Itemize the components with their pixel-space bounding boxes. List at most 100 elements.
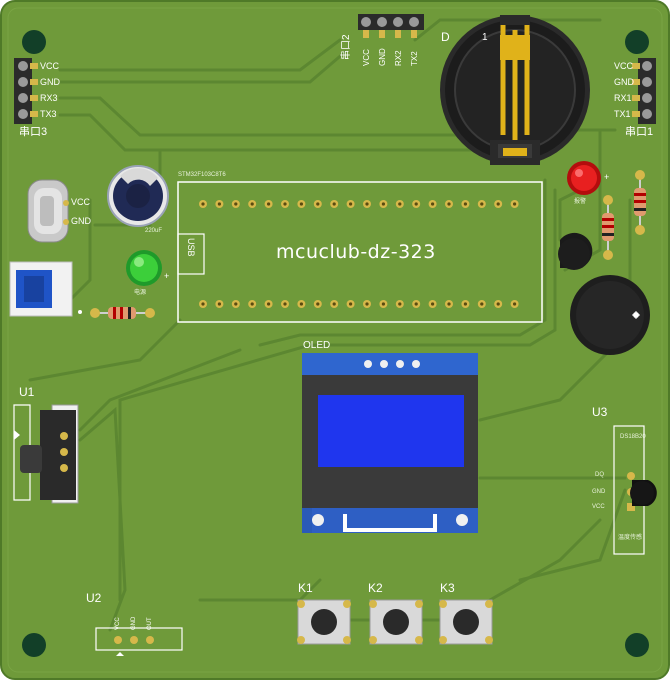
mcu-pin-hole [463, 202, 467, 206]
mcu-pin-hole [332, 302, 336, 306]
u2-pin-gnd: GND [131, 616, 137, 630]
indicator-led-label: 报警 [574, 199, 587, 205]
uart1-pin-vcc: VCC [614, 61, 634, 71]
mcu-pin-hole [398, 202, 402, 206]
u1-ref: U1 [19, 385, 35, 399]
power-led [126, 250, 162, 286]
uart1-label: 串口1 [625, 126, 654, 138]
mcu-pin-hole [513, 302, 517, 306]
button-k1[interactable] [298, 600, 350, 644]
mcu-pin-hole [316, 202, 320, 206]
uart3-pin-gnd: GND [40, 77, 60, 87]
u1-regulator [13, 404, 79, 504]
resistor-r1 [90, 307, 155, 319]
resistor-r3 [602, 195, 614, 260]
mcu-pin-hole [234, 302, 238, 306]
oled-module [302, 353, 478, 533]
uart1-pin-tx: TX1 [614, 109, 631, 119]
mcu-pin-hole [431, 302, 435, 306]
button-k2[interactable] [370, 600, 422, 644]
u3-top-label: DS18B20 [620, 434, 646, 440]
uart1-pin-rx: RX1 [614, 93, 632, 103]
button-k2-body [369, 599, 423, 645]
mcu-pin-hole [201, 202, 205, 206]
mcu-pin-hole [283, 202, 287, 206]
mcu-pin-hole [431, 202, 435, 206]
mcu-pin-hole [316, 302, 320, 306]
uart2-pin-vcc: VCC [362, 49, 371, 66]
mcu-pin-hole [299, 202, 303, 206]
indicator-led-polarity: + [604, 172, 610, 182]
button-k3[interactable] [440, 600, 492, 644]
resistor-r2 [634, 170, 646, 235]
usb-c-connector [27, 179, 69, 243]
mcu-pin-hole [447, 202, 451, 206]
mcu-pin-hole [365, 302, 369, 306]
u2-ref: U2 [86, 591, 102, 605]
mcu-pin-hole [349, 302, 353, 306]
uart3-pin-vcc: VCC [40, 61, 60, 71]
u3-bottom-label: 温度传感 [618, 535, 643, 541]
battery-holder [440, 15, 590, 165]
uart2-pin-rx: RX2 [394, 50, 403, 66]
mcu-pin-hole [283, 302, 287, 306]
mcu-pin-hole [349, 202, 353, 206]
mcu-pin-hole [234, 202, 238, 206]
mcu-pin-hole [217, 202, 221, 206]
mcu-pin-hole [496, 202, 500, 206]
k1-ref: K1 [298, 581, 313, 595]
uart2-header [358, 14, 424, 38]
mcu-pin-hole [414, 202, 418, 206]
power-led-label: 电源 [134, 290, 147, 296]
k3-ref: K3 [440, 581, 455, 595]
mount-hole-tr [625, 30, 649, 54]
u2-module [95, 627, 183, 656]
electrolytic-capacitor [107, 165, 169, 227]
mcu-pin-hole [414, 302, 418, 306]
mcu-usb-label: USB [186, 238, 196, 257]
mcu-pin-hole [267, 202, 271, 206]
mcu-pin-hole [513, 202, 517, 206]
power-switch-toggle[interactable] [10, 262, 72, 316]
mcu-pin-hole [267, 302, 271, 306]
battery-ref: D [441, 30, 450, 44]
mcu-pin-hole [217, 302, 221, 306]
mcu-pin-hole [447, 302, 451, 306]
power-led-polarity: + [164, 271, 170, 281]
mcu-module [177, 181, 543, 323]
board-title: mcuclub-dz-323 [276, 241, 436, 263]
uart3-label: 串口3 [19, 126, 48, 138]
usb-pin-gnd: GND [71, 216, 91, 226]
mcu-pin-hole [332, 202, 336, 206]
mcu-pin-hole [201, 302, 205, 306]
k2-ref: K2 [368, 581, 383, 595]
transistor [558, 232, 593, 270]
battery-pin: 1 [482, 32, 488, 43]
mount-hole-tl [22, 30, 46, 54]
u3-pin-vcc: VCC [592, 504, 605, 510]
u3-sensor [613, 425, 657, 555]
capacitor-label: 220uF [145, 228, 163, 234]
uart2-pin-tx: TX2 [410, 51, 419, 66]
mcu-pin-hole [299, 302, 303, 306]
mcu-pin-hole [250, 302, 254, 306]
mcu-pin-hole [365, 202, 369, 206]
uart1-header [632, 58, 656, 124]
buzzer [570, 275, 650, 355]
uart3-pin-tx: TX3 [40, 109, 57, 119]
indicator-led [567, 161, 601, 195]
uart3-header [14, 58, 38, 124]
button-k3-body [439, 599, 493, 645]
u3-ref: U3 [592, 405, 608, 419]
oled-label: OLED [303, 340, 331, 351]
mount-hole-br [625, 633, 649, 657]
uart3-pin-rx: RX3 [40, 93, 58, 103]
uart2-pin-gnd: GND [378, 48, 387, 66]
mcu-pin-hole [496, 302, 500, 306]
button-k1-body [297, 599, 351, 645]
usb-pin-vcc: VCC [71, 197, 91, 207]
uart1-pin-gnd: GND [614, 77, 634, 87]
mount-hole-bl [22, 633, 46, 657]
u3-pin-dq: DQ [595, 472, 604, 478]
